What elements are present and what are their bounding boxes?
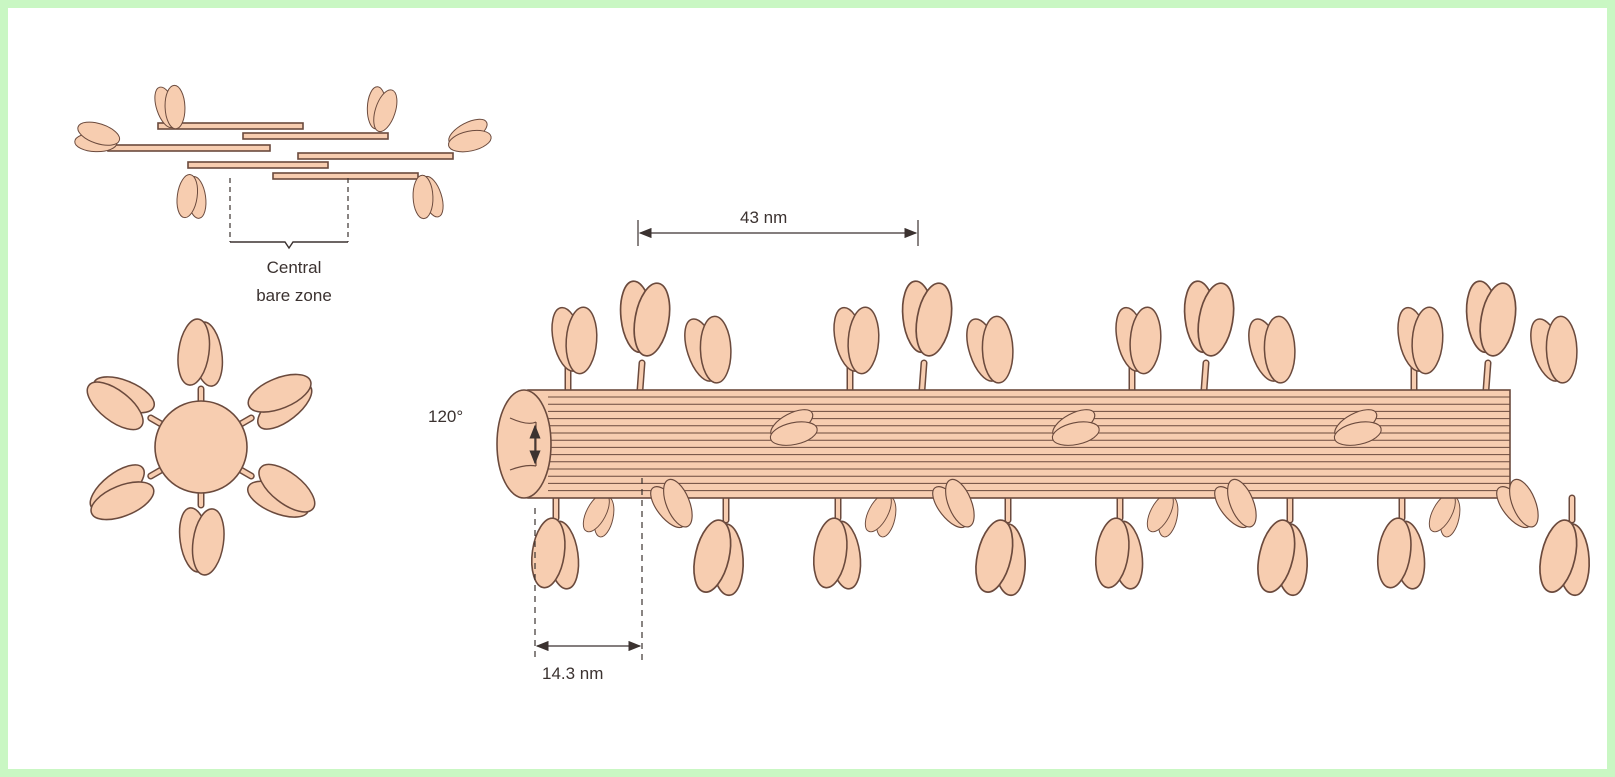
bare-zone-label-line2: bare zone <box>234 286 354 306</box>
bare-zone-label-line1: Central <box>244 258 344 278</box>
myosin-tail-rod <box>273 173 418 179</box>
myosin-head-pair <box>687 516 751 599</box>
myosin-head-pair <box>969 516 1033 599</box>
myosin-head-pair <box>615 279 675 359</box>
myosin-head-pair <box>1523 311 1587 390</box>
figure-panel: Central bare zone 43 nm 14.3 nm 120° <box>8 8 1607 769</box>
myosin-head-pair <box>174 173 208 219</box>
cross-section-head-pair <box>75 360 163 441</box>
cross-section-head-pair <box>239 359 327 440</box>
bipolar-myosin-assembly <box>72 82 496 248</box>
myosin-head-pair <box>72 117 124 159</box>
upper-heads <box>547 279 1588 390</box>
cross-section-head-pair <box>239 453 327 534</box>
myosin-tail-rod <box>243 133 388 139</box>
myosin-head-pair <box>1533 516 1597 599</box>
filament-core <box>155 401 247 493</box>
spacing-43nm-label: 43 nm <box>740 208 787 228</box>
myosin-head-pair <box>1461 279 1521 359</box>
myosin-tail-rod <box>298 153 453 159</box>
myosin-tail-rod <box>188 162 328 168</box>
myosin-head-pair <box>829 303 886 377</box>
angle-label: 120° <box>428 407 463 427</box>
myosin-head-pair <box>1251 516 1315 599</box>
myosin-head-pair <box>547 303 604 377</box>
cross-section-view <box>75 317 327 577</box>
myosin-head-pair <box>677 311 741 390</box>
cross-section-head-pair <box>76 455 164 536</box>
spacing-14nm-label: 14.3 nm <box>542 664 603 684</box>
myosin-head-pair <box>810 516 865 591</box>
myosin-head-pair <box>361 84 403 136</box>
cross-section-head-pair <box>174 317 226 388</box>
thick-filament-diagram <box>8 8 1607 769</box>
myosin-head-pair <box>1092 516 1147 591</box>
myosin-head-pair <box>1374 516 1429 591</box>
bare-zone-bracket <box>230 178 348 248</box>
myosin-head-pair <box>897 279 957 359</box>
myosin-head-pair <box>1241 311 1305 390</box>
myosin-head-pair <box>959 311 1023 390</box>
cross-section-head-pair <box>176 506 228 577</box>
thick-filament-side-view <box>497 279 1597 599</box>
myosin-head-pair <box>1179 279 1239 359</box>
myosin-head-pair <box>1393 303 1450 377</box>
myosin-tail-rod <box>108 145 270 151</box>
myosin-head-pair <box>528 516 583 591</box>
filament-end-face <box>497 390 551 498</box>
myosin-head-pair <box>1111 303 1168 377</box>
